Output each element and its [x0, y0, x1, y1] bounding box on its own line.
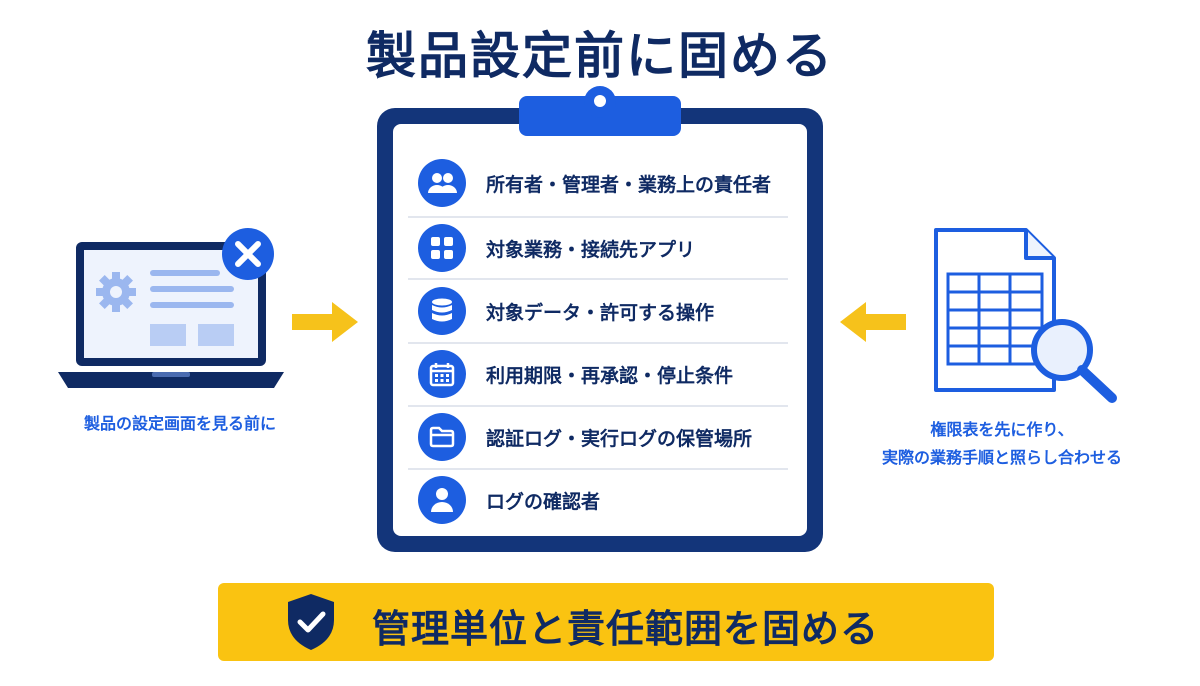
page-title: 製品設定前に固める — [366, 27, 834, 85]
checklist-item-label: 所有者・管理者・業務上の責任者 — [486, 173, 772, 196]
checklist-item-reviewer: ログの確認者 — [418, 469, 786, 531]
checklist-item-label: 利用期限・再承認・停止条件 — [486, 364, 734, 387]
shield-check-icon — [288, 594, 334, 650]
database-icon — [418, 287, 466, 335]
clipboard-ring — [584, 86, 616, 118]
right-caption: 権限表を先に作り、 実際の業務手順と照らし合わせる — [842, 416, 1162, 472]
checklist-item-label: ログの確認者 — [486, 490, 601, 513]
divider — [408, 405, 788, 407]
divider — [408, 278, 788, 280]
checklist-item-label: 認証ログ・実行ログの保管場所 — [486, 427, 753, 450]
calendar-icon — [418, 350, 466, 398]
left-caption: 製品の設定画面を見る前に — [83, 414, 276, 433]
checklist-item-label: 対象データ・許可する操作 — [486, 301, 715, 324]
right-caption-line-1: 権限表を先に作り、 — [930, 420, 1074, 439]
user-icon — [418, 476, 466, 524]
laptop-settings-icon — [58, 242, 284, 388]
summary-banner — [218, 583, 994, 661]
close-icon — [222, 228, 274, 280]
banner-text: 管理単位と責任範囲を固める — [372, 607, 880, 651]
checklist-item-owners: 所有者・管理者・業務上の責任者 — [418, 152, 786, 214]
checklist-item-logs: 認証ログ・実行ログの保管場所 — [418, 406, 786, 468]
checklist-item-apps: 対象業務・接続先アプリ — [418, 217, 786, 279]
arrow-right-icon — [292, 302, 358, 342]
checklist-item-data: 対象データ・許可する操作 — [418, 280, 786, 342]
apps-grid-icon — [418, 224, 466, 272]
divider — [408, 468, 788, 470]
checklist-item-label: 対象業務・接続先アプリ — [486, 238, 696, 261]
arrow-left-icon — [840, 302, 906, 342]
spreadsheet-search-icon — [934, 228, 1117, 403]
users-icon — [418, 159, 466, 207]
right-caption-line-2: 実際の業務手順と照らし合わせる — [881, 448, 1122, 467]
folder-icon — [418, 413, 466, 461]
divider — [408, 216, 788, 218]
checklist-item-period: 利用期限・再承認・停止条件 — [418, 343, 786, 405]
divider — [408, 342, 788, 344]
